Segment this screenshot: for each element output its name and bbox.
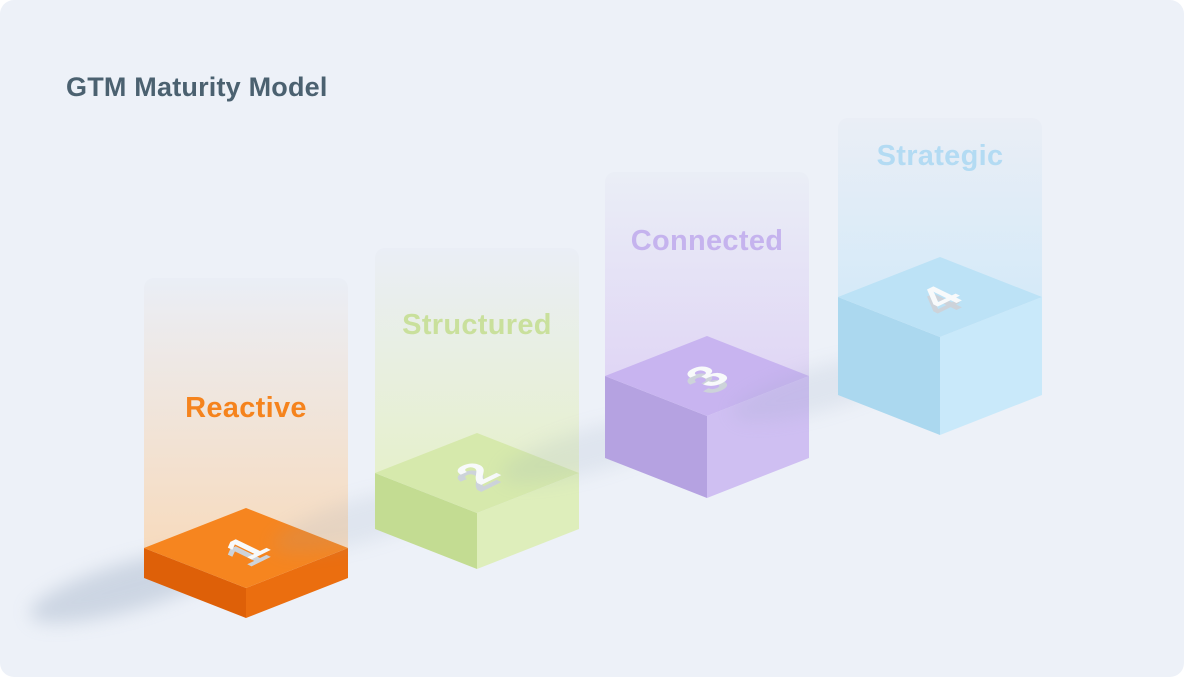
block-4-right-face [940,297,1042,435]
block-3-right-face [707,376,809,498]
block-4-left-face [838,297,940,435]
block-2-right-face [477,473,579,569]
stage-panel-structured [375,248,579,474]
stage-label-strategic: Strategic [876,140,1004,172]
block-1-right-face [246,548,348,618]
block-3-left-face [605,376,707,498]
block-1-left-face [144,548,246,618]
stage-label-connected: Connected [630,225,784,257]
page-title: GTM Maturity Model [66,72,328,102]
stage-label-structured: Structured [402,309,552,341]
stage-panel-connected [605,172,809,377]
block-1-shadow [29,548,233,624]
block-2-left-face [375,473,477,569]
stage-label-reactive: Reactive [185,392,307,424]
